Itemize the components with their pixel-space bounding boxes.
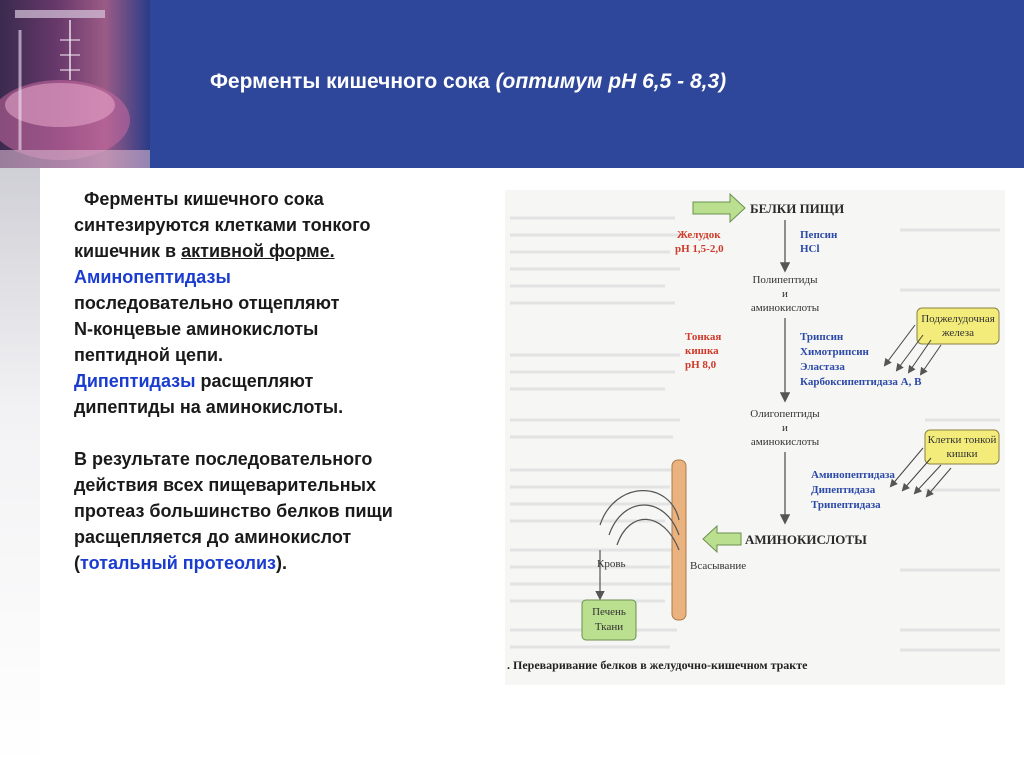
tissues-label: Ткани [595,621,623,633]
flask-illustration [0,10,150,168]
pepsin-label: Пепсин [800,229,838,241]
absorption-arcs [599,490,680,551]
dipeptidase-label: Дипептидаза [811,484,876,496]
flask-image [0,0,150,168]
total-proteolysis-term: тотальный протеолиз [80,553,276,573]
carboxypeptidase-label: Карбоксипептидаза А, В [800,376,922,388]
body-line: расщепляется до аминокислот [74,524,494,550]
body-text-span: действия всех пищеварительных [74,475,376,495]
polypeptides-aa-label: аминокислоты [751,302,820,314]
left-decor-strip [0,168,40,767]
body-line: Дипептидазы расщепляют [74,368,494,394]
body-text-span: расщепляется до аминокислот [74,527,352,547]
intestine-label-2: кишка [685,345,719,357]
body-line: дипептиды на аминокислоты. [74,394,494,420]
liver-box [581,599,637,641]
pancreas-box [916,307,1000,345]
body-text-span: протеаз большинство белков пищи [74,501,393,521]
body-text-span: Ферменты кишечного сока [84,189,324,209]
body-text-span: N-концевые аминокислоты [74,319,319,339]
blood-label: Кровь [597,558,626,570]
body-text-span: синтезируются клетками тонкого [74,215,371,235]
dipeptidase-term: Дипептидазы [74,371,196,391]
intestine-cells-label-2: кишки [947,448,978,460]
polypeptides-label: Полипептиды [752,274,818,286]
aminopeptidase-label: Аминопептидаза [811,469,895,481]
body-text-span: последовательно отщепляют [74,293,340,313]
protein-digestion-diagram: БЕЛКИ ПИЩИ Желудок pH 1,5-2,0 Пепсин HCl… [505,190,1005,685]
tripeptidase-label: Трипептидаза [811,499,881,511]
intestine-cells-label: Клетки тонкой [928,434,997,446]
amino-acids-arrow [702,524,742,554]
liver-label: Печень [592,606,626,618]
diagram-caption: . Переваривание белков в желудочно-кишеч… [507,658,808,672]
oligopeptides-and-label: и [782,422,788,434]
body-text-span: дипептиды на аминокислоты. [74,397,344,417]
body-line: действия всех пищеварительных [74,472,494,498]
oligopeptides-aa-label: аминокислоты [751,436,820,448]
body-text-span: кишечник в [74,241,182,261]
body-line-blank [74,420,494,446]
body-text-span: расщепляют [195,371,314,391]
body-text: Ферменты кишечного сока синтезируются кл… [74,186,494,576]
stomach-label: Желудок [677,229,721,241]
intestine-ph-label: pH 8,0 [685,359,717,371]
diagram-svg: БЕЛКИ ПИЩИ Желудок pH 1,5-2,0 Пепсин HCl… [507,192,1000,672]
elastase-label: Эластаза [800,361,845,373]
oligopeptides-label: Олигопептиды [750,408,820,420]
input-arrow [692,192,746,224]
body-text-span: ( [74,553,80,573]
active-form-text: активной форме. [181,241,335,261]
pancreas-label: Поджелудочная [921,313,995,325]
body-line: (тотальный протеолиз). [74,550,494,576]
absorption-tube [671,459,687,621]
absorption-label: Всасывание [690,560,746,572]
pancreas-label-2: железа [941,327,974,339]
body-line: синтезируются клетками тонкого [74,212,494,238]
slide-title: Ферменты кишечного сока (оптимум рН 6,5 … [210,70,990,94]
slide-header [0,0,1024,168]
body-line: Ферменты кишечного сока [74,186,494,212]
polypeptides-and-label: и [782,288,788,300]
body-line: В результате последовательного [74,446,494,472]
body-text-span: ). [276,553,287,573]
stomach-ph-label: pH 1,5-2,0 [675,243,724,255]
title-text: Ферменты кишечного сока [210,70,496,93]
title-italic: (оптимум рН 6,5 - 8,3) [495,70,727,93]
body-text-span: пептидной цепи. [74,345,224,365]
chymotrypsin-label: Химотрипсин [800,346,870,358]
food-proteins-label: БЕЛКИ ПИЩИ [750,201,844,216]
intestine-label: Тонкая [685,331,721,343]
amino-acids-label: АМИНОКИСЛОТЫ [745,532,867,547]
body-line: последовательно отщепляют [74,290,494,316]
intestine-cells-box [924,429,1000,465]
body-line: кишечник в активной форме. [74,238,494,264]
intestine-cells-arrows [889,447,952,498]
body-text-span: В результате последовательного [74,449,373,469]
trypsin-label: Трипсин [800,331,844,343]
faint-background-text [510,216,1000,652]
body-line: протеаз большинство белков пищи [74,498,494,524]
body-line: N-концевые аминокислоты [74,316,494,342]
body-line: Аминопептидазы [74,264,494,290]
pancreas-arrows [883,324,942,376]
hcl-label: HCl [800,243,820,255]
body-line: пептидной цепи. [74,342,494,368]
aminopeptidase-term: Аминопептидазы [74,267,231,287]
